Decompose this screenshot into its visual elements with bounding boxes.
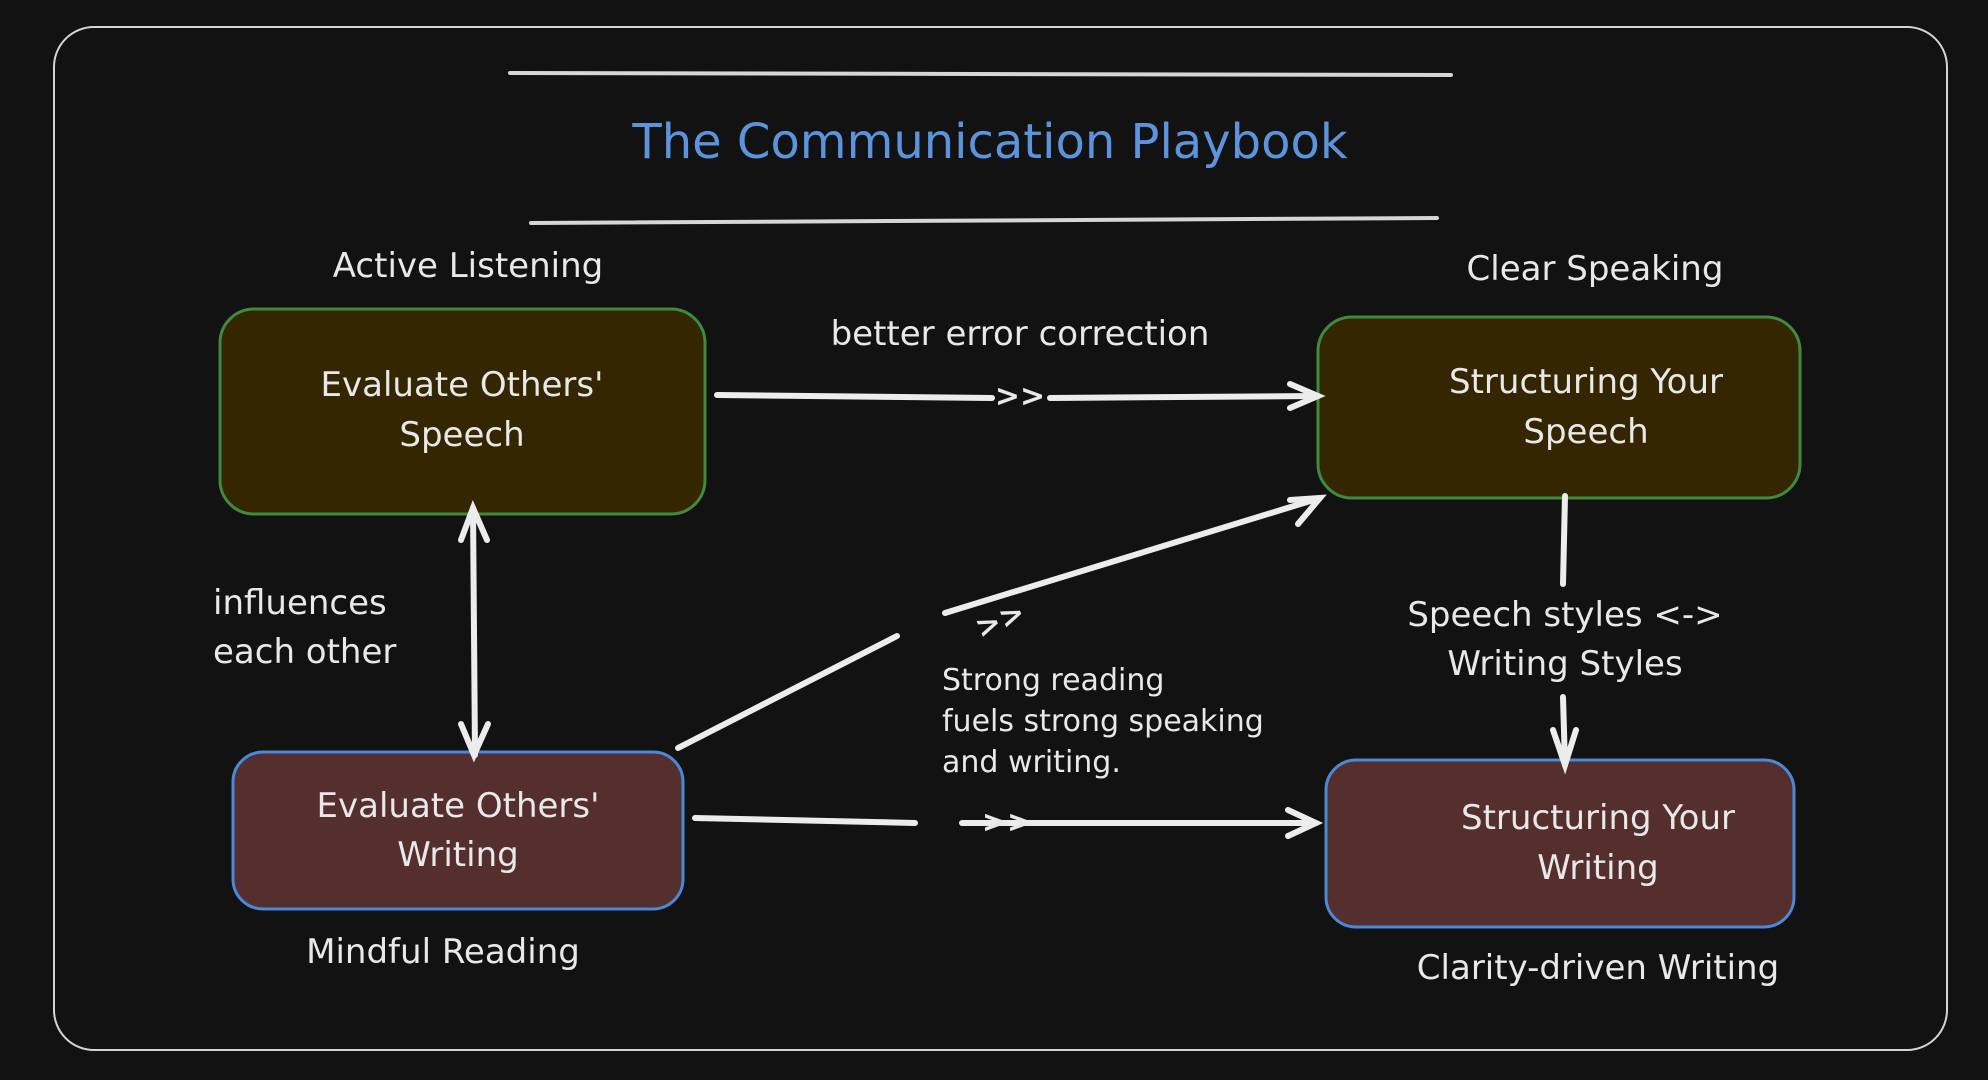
diagram-title: The Communication Playbook [631,114,1347,170]
edge-label-line-1: influences [213,583,387,623]
title-rule-bottom [529,216,1439,225]
node-box [1316,315,1802,500]
edge-label-line-1: Speech styles <-> [1407,595,1722,635]
edge-label-line-2: Writing Styles [1447,644,1682,684]
node-structuring-your-writing[interactable]: Structuring Your Writing [1324,758,1796,929]
arrowhead-down-icon [458,721,491,763]
edge-line-segment [1047,393,1321,401]
edge-line-segment [1560,694,1568,768]
caption-active-listening: Active Listening [333,246,603,286]
edge-label: better error correction [831,314,1210,354]
node-box [1324,758,1796,929]
edge-line-segment [675,633,900,751]
edge-line-segment [1560,493,1568,587]
arrowhead-icon [1285,807,1324,839]
caption-clear-speaking: Clear Speaking [1467,249,1724,289]
edge-better-error-correction[interactable]: >> better error correction [714,314,1326,414]
edge-strong-reading[interactable]: >> Strong reading fuels strong speaking … [675,494,1327,780]
node-text-line-2: Writing [1537,848,1658,888]
caption-clarity-driven-writing: Clarity-driven Writing [1417,948,1779,988]
node-text-line-1: Evaluate Others' [317,786,600,826]
edge-speech-styles-writing-styles[interactable]: Speech styles <-> Writing Styles [1407,493,1723,775]
edge-line-segment [942,495,1323,616]
node-structuring-your-speech[interactable]: Structuring Your Speech [1316,315,1802,500]
node-text-line-2: Speech [1523,412,1648,452]
title-rule-top [508,71,1453,77]
edge-reading-to-writing[interactable]: >> [692,805,1324,840]
edge-line-segment [470,505,478,758]
node-text-line-2: Speech [399,415,524,455]
edge-marker: >> [982,805,1032,840]
edge-influences-each-other[interactable]: influences each other [213,500,491,763]
edge-label-line-2: fuels strong speaking [942,704,1264,739]
node-box [231,750,685,911]
node-text-line-1: Evaluate Others' [321,365,604,405]
edge-label-line-2: each other [213,632,396,672]
arrowhead-icon [1287,494,1327,527]
edge-label-line-1: Strong reading [942,663,1164,698]
edge-line-segment [714,392,995,401]
edge-line-segment [692,815,918,826]
node-text-line-1: Structuring Your [1461,798,1735,838]
node-evaluate-others-writing[interactable]: Evaluate Others' Writing [231,750,685,911]
arrowhead-up-icon [458,500,490,543]
node-text-line-2: Writing [397,835,518,875]
caption-mindful-reading: Mindful Reading [306,932,580,972]
node-evaluate-others-speech[interactable]: Evaluate Others' Speech [218,307,707,516]
node-text-line-1: Structuring Your [1449,362,1723,402]
edge-marker: >> [995,379,1045,414]
node-box [218,307,707,516]
arrowhead-icon [1550,727,1579,775]
arrowhead-icon [1287,381,1326,411]
edge-label-line-3: and writing. [942,745,1121,780]
